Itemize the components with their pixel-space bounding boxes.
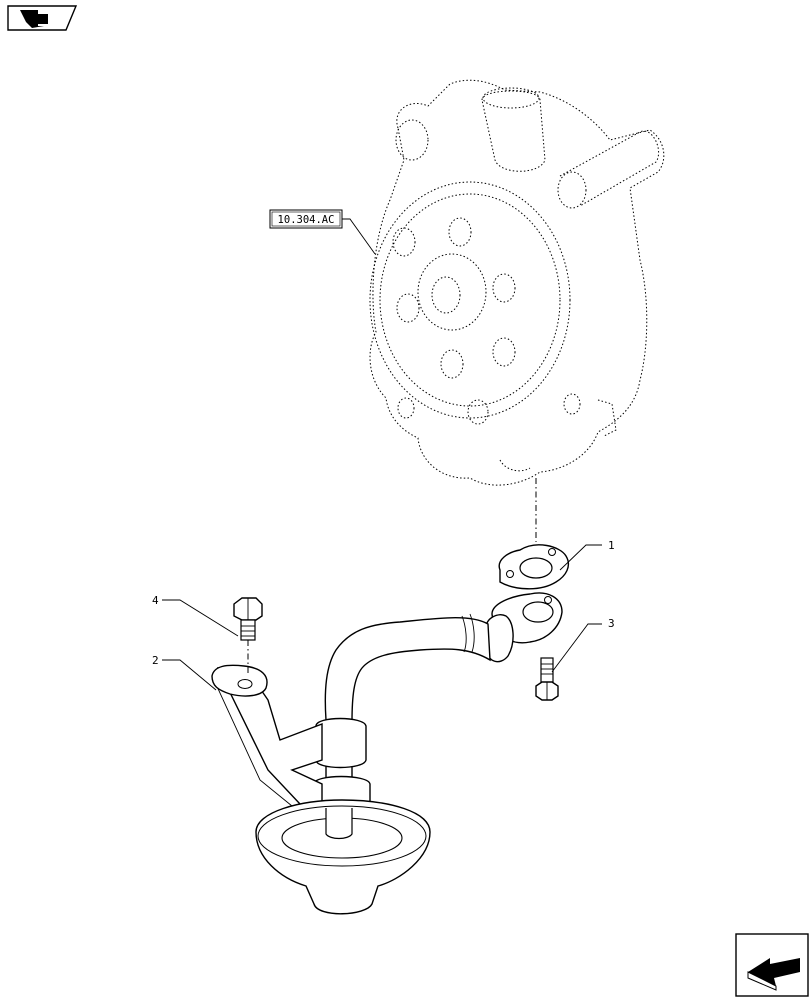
callout-4-label: 4 <box>152 594 159 607</box>
bolt-part-3 <box>535 657 559 701</box>
oil-suction-pipe <box>211 592 563 915</box>
bolt-part-4 <box>233 597 263 674</box>
reference-label-text: 10.304.AC <box>278 214 335 226</box>
callout-2[interactable]: 2 <box>152 654 217 691</box>
callout-1[interactable]: 1 <box>559 539 615 571</box>
callout-3-label: 3 <box>608 617 615 630</box>
pump-housing-reference <box>369 79 665 486</box>
next-page-arrow-icon[interactable] <box>735 933 809 997</box>
callout-4[interactable]: 4 <box>152 594 239 637</box>
callout-3[interactable]: 3 <box>551 617 615 673</box>
callout-2-label: 2 <box>152 654 159 667</box>
callout-1-label: 1 <box>608 539 615 552</box>
gasket-part <box>498 544 570 590</box>
book-arrow-icon[interactable] <box>7 5 78 31</box>
reference-label[interactable]: 10.304.AC <box>269 209 376 255</box>
